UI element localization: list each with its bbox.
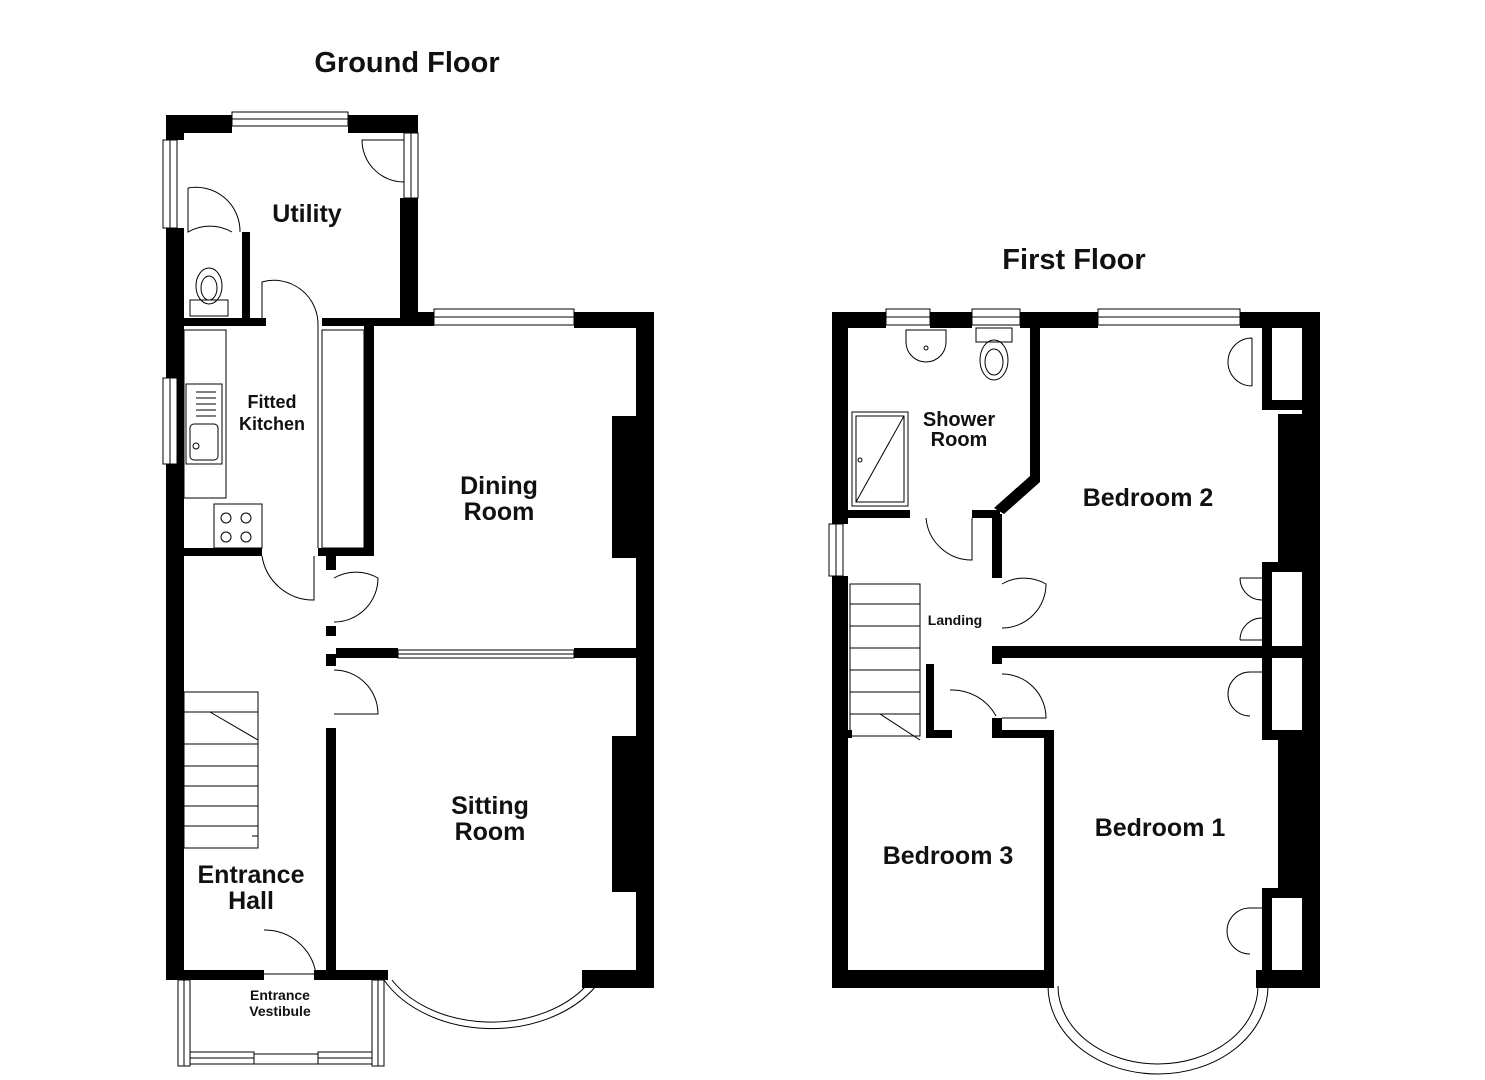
first-floor-staircase xyxy=(849,583,921,741)
bedroom2-chimney-breast xyxy=(1278,414,1302,562)
bay-window xyxy=(383,979,597,1030)
wc-icon xyxy=(189,267,229,317)
kitchen-label-line2: Kitchen xyxy=(239,414,305,434)
ground-floor-title: Ground Floor xyxy=(314,47,499,79)
first-floor-title: First Floor xyxy=(1002,244,1145,276)
bedroom3-label: Bedroom 3 xyxy=(883,842,1014,870)
dining-label-line2: Room xyxy=(464,498,535,526)
dining-chimney-breast xyxy=(612,416,636,558)
shower-room-label-line1: Shower xyxy=(923,409,995,431)
hob-icon xyxy=(213,503,263,549)
toilet-icon xyxy=(975,327,1013,381)
shower-tray-icon xyxy=(851,411,909,507)
kitchen-label-line1: Fitted xyxy=(248,392,297,412)
utility-label: Utility xyxy=(272,200,342,228)
dining-label-line1: Dining xyxy=(460,472,538,500)
bay-window-first xyxy=(1047,985,1269,1075)
first-floor-plan xyxy=(828,308,1320,1075)
basin-icon xyxy=(905,329,947,363)
vestibule-label-line2: Vestibule xyxy=(249,1003,311,1019)
landing-label: Landing xyxy=(928,612,982,628)
bedroom1-label: Bedroom 1 xyxy=(1095,814,1226,842)
bedroom2-label: Bedroom 2 xyxy=(1083,484,1214,512)
staircase xyxy=(183,691,259,849)
sink-icon xyxy=(185,383,223,465)
hall-label-line2: Hall xyxy=(228,887,274,915)
shower-room-label-line2: Room xyxy=(931,429,988,451)
vestibule-label-line1: Entrance xyxy=(250,987,310,1003)
wardrobe-icon xyxy=(1227,337,1263,641)
bedroom1-chimney-breast xyxy=(1278,740,1302,888)
sitting-label-line1: Sitting xyxy=(451,792,529,820)
sitting-chimney-breast xyxy=(612,736,636,892)
wardrobe-icon-bedroom1 xyxy=(1226,671,1262,955)
ground-floor-plan xyxy=(162,111,654,1067)
vestibule-enclosure xyxy=(177,979,385,1067)
hall-label-line1: Entrance xyxy=(198,861,305,889)
sitting-label-line2: Room xyxy=(455,818,526,846)
